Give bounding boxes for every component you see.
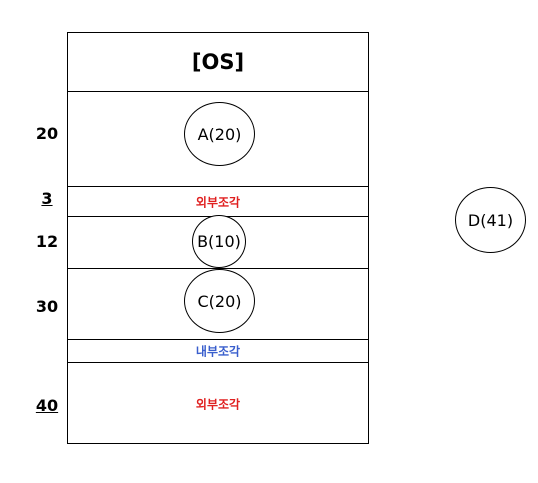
external-fragment-top-label: 외부조각 xyxy=(195,195,241,209)
size-label-a: 20 xyxy=(35,124,59,143)
size-label-gap-bottom: 40 xyxy=(35,396,59,415)
size-label-b: 12 xyxy=(35,232,59,251)
process-c-circle: C(20) xyxy=(184,269,255,333)
external-fragment-bottom-block: 외부조각 xyxy=(68,363,368,445)
process-b-block xyxy=(68,217,368,269)
process-c-block xyxy=(68,269,368,340)
process-a-block xyxy=(68,92,368,187)
process-a-circle: A(20) xyxy=(184,102,255,166)
internal-fragment-block: 내부조각 xyxy=(68,340,368,363)
size-label-c: 30 xyxy=(35,297,59,316)
process-b-circle: B(10) xyxy=(192,215,246,268)
os-label: [OS] xyxy=(191,50,245,74)
size-label-gap-top: 3 xyxy=(41,189,53,208)
os-block: [OS] xyxy=(68,33,368,92)
external-fragment-bottom-label: 외부조각 xyxy=(195,397,241,412)
internal-fragment-label: 내부조각 xyxy=(195,344,241,359)
external-fragment-top-block: 외부조각 xyxy=(68,187,368,217)
process-d-circle: D(41) xyxy=(455,187,526,253)
